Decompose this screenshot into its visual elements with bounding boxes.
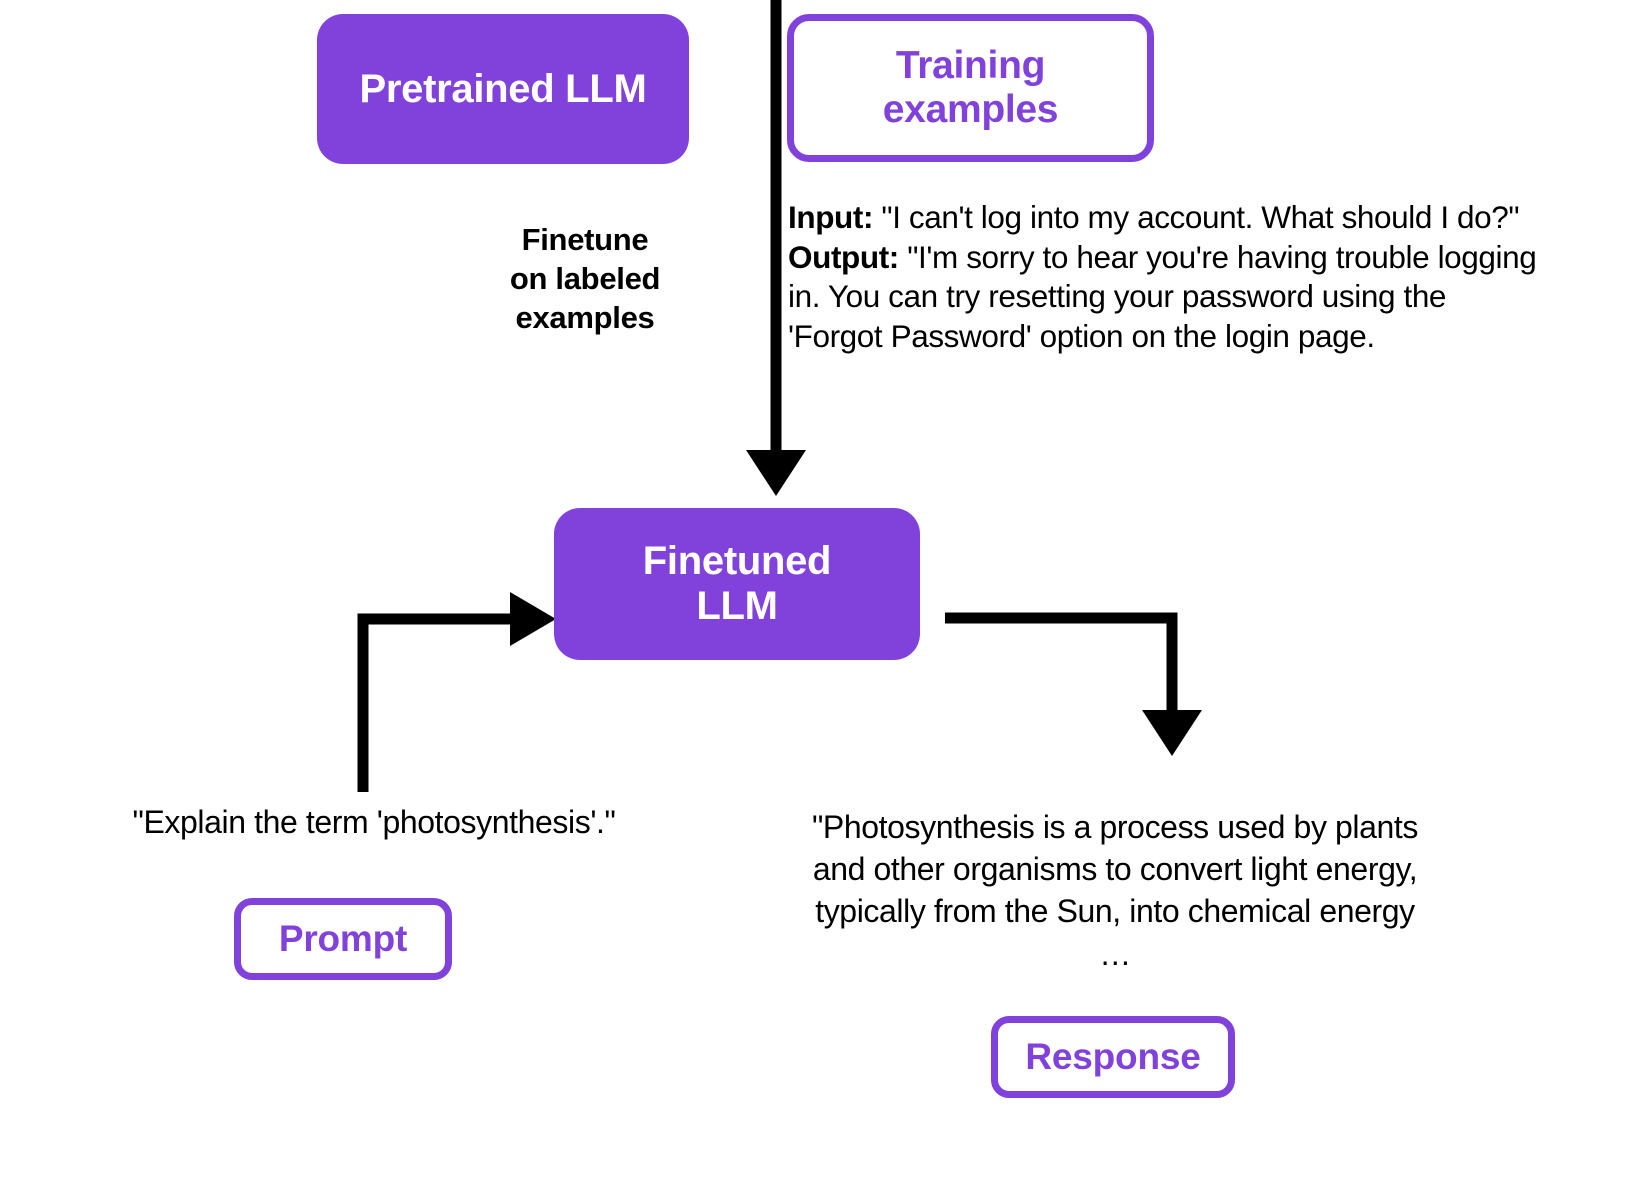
badge-prompt-label: Prompt (278, 918, 408, 959)
node-training-examples[interactable]: Training examples (787, 14, 1154, 162)
node-finetuned-llm-label: Finetuned LLM (642, 539, 832, 628)
badge-prompt[interactable]: Prompt (234, 898, 452, 980)
training-input-text: "I can't log into my account. What shoul… (881, 199, 1520, 235)
badge-response[interactable]: Response (991, 1016, 1235, 1098)
prompt-text: "Explain the term 'photosynthesis'." (132, 804, 616, 840)
response-text: "Photosynthesis is a process used by pla… (811, 809, 1419, 972)
response-arrow (945, 612, 1202, 756)
node-finetuned-llm[interactable]: Finetuned LLM (554, 508, 920, 660)
node-pretrained-llm-label: Pretrained LLM (359, 66, 647, 111)
training-output-text: "I'm sorry to hear you're having trouble… (788, 238, 1537, 355)
node-training-examples-label: Training examples (882, 43, 1059, 131)
node-pretrained-llm[interactable]: Pretrained LLM (317, 14, 689, 164)
training-input-label: Input: (788, 199, 882, 235)
badge-response-label: Response (1025, 1036, 1201, 1077)
training-output-label: Output: (788, 238, 908, 275)
training-example-text: Input: "I can't log into my account. Wha… (788, 198, 1548, 357)
finetune-arrow-label: Finetune on labeled examples (509, 222, 661, 336)
prompt-arrow (357, 592, 556, 792)
